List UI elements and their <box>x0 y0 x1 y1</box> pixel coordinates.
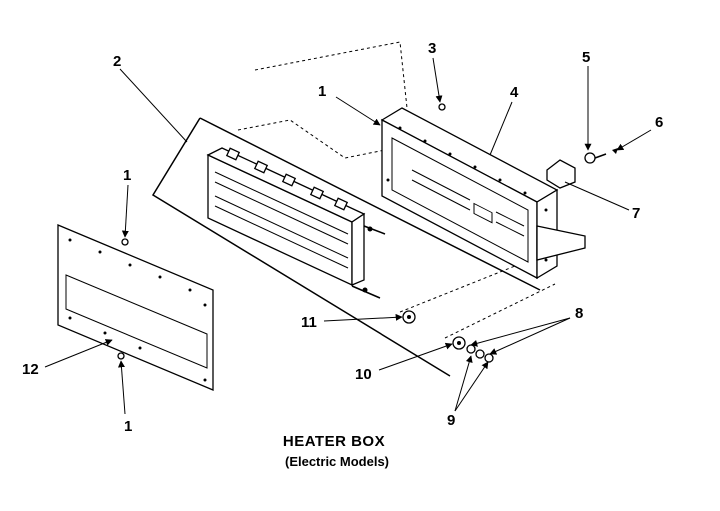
callout-1-front-top: 1 <box>123 167 131 184</box>
callout-leaders <box>44 57 652 415</box>
callout-1-top: 1 <box>318 83 326 100</box>
heater-box-housing <box>380 107 586 280</box>
callout-2: 2 <box>113 53 121 70</box>
callout-6: 6 <box>655 114 663 131</box>
callout-7: 7 <box>632 205 640 222</box>
callout-1-front-bottom: 1 <box>124 418 132 435</box>
thermostat-bracket <box>546 148 618 189</box>
assembly-alignment-lines <box>237 41 556 339</box>
diagram-title: HEATER BOX <box>283 433 385 450</box>
small-fasteners <box>117 103 494 363</box>
callout-8: 8 <box>575 305 583 322</box>
heating-element-assembly <box>151 117 541 377</box>
callout-numbers: 1 2 3 1 4 5 6 7 8 9 10 11 12 1 <box>22 40 663 435</box>
callout-10: 10 <box>355 366 372 383</box>
callout-3: 3 <box>428 40 436 57</box>
diagram-subtitle: (Electric Models) <box>285 454 389 469</box>
callout-9: 9 <box>447 412 455 429</box>
callout-12: 12 <box>22 361 39 378</box>
callout-5: 5 <box>582 49 590 66</box>
callout-11: 11 <box>301 314 317 331</box>
element-terminals <box>225 147 349 211</box>
front-cover-panel <box>57 224 214 391</box>
callout-4: 4 <box>510 84 519 101</box>
